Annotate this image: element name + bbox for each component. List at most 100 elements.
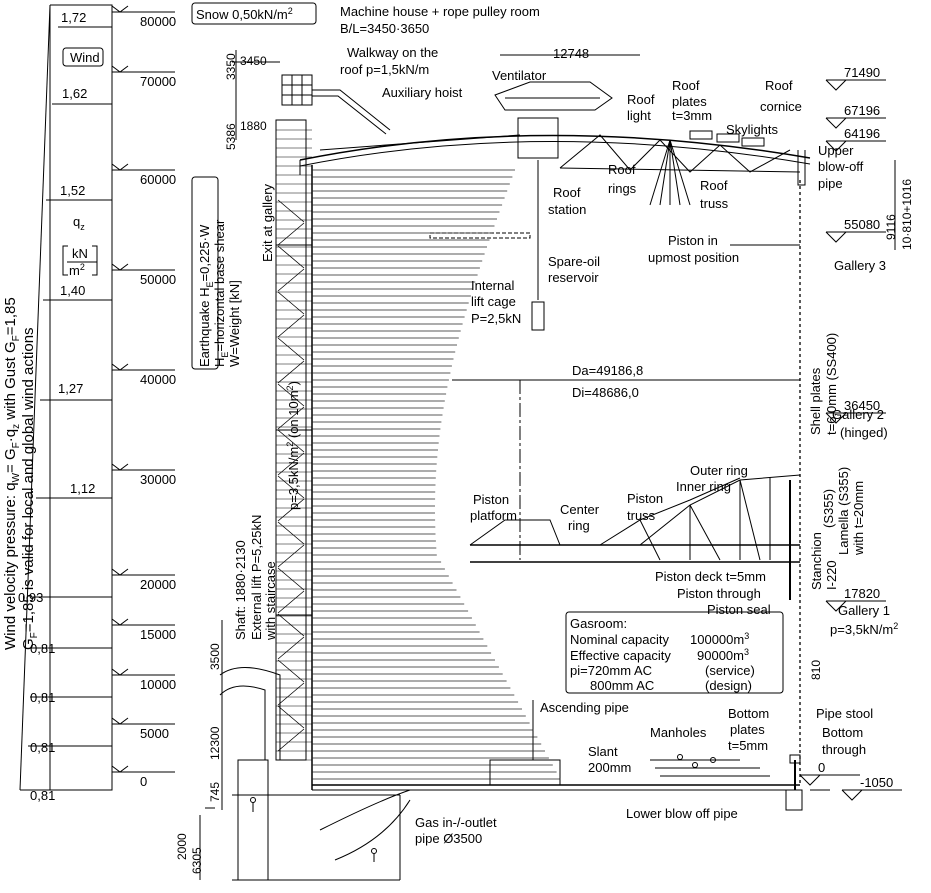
level-value: 67196 bbox=[844, 103, 880, 118]
labels: Snow 0,50kN/m2 Machine house + rope pull… bbox=[196, 4, 898, 846]
level-value: 20000 bbox=[140, 577, 176, 592]
level-value: 17820 bbox=[844, 586, 880, 601]
level-value: 30000 bbox=[140, 472, 176, 487]
q-value: 0,81 bbox=[30, 690, 55, 705]
piston-seal-label: Piston seal bbox=[707, 602, 771, 617]
level-marker-icon bbox=[111, 65, 129, 73]
level-marker-icon bbox=[825, 231, 847, 243]
svg-text:90000m3: 90000m3 bbox=[697, 647, 749, 663]
gasholder-structure bbox=[205, 74, 830, 881]
gallery-1-label: Gallery 1 bbox=[838, 603, 890, 618]
inner-ring-label: Inner ring bbox=[676, 479, 731, 494]
snow-box bbox=[191, 2, 317, 25]
roof-light-label: Roof bbox=[627, 92, 655, 107]
level-marker-icon bbox=[111, 263, 129, 271]
level-value: 50000 bbox=[140, 272, 176, 287]
level-value: 60000 bbox=[140, 172, 176, 187]
gas-pipe-bend bbox=[319, 789, 411, 831]
gasroom-box bbox=[565, 611, 784, 694]
boxes bbox=[191, 2, 784, 694]
svg-text:100000m3: 100000m3 bbox=[690, 631, 749, 647]
svg-text:t=6,0mm (SS400): t=6,0mm (SS400) bbox=[824, 333, 839, 435]
svg-text:t=5mm: t=5mm bbox=[728, 738, 768, 753]
gasroom-row: pi=720mm AC bbox=[570, 663, 652, 678]
q-value: 0,81 bbox=[30, 641, 55, 656]
level-marker-icon bbox=[111, 717, 129, 725]
gas-inlet-label: Gas in-/-outlet bbox=[415, 815, 497, 830]
manholes bbox=[650, 754, 770, 777]
dimension-1880: 1880 bbox=[240, 119, 267, 133]
level-value: 70000 bbox=[140, 74, 176, 89]
roof-station bbox=[517, 117, 559, 159]
outer-ring-label: Outer ring bbox=[690, 463, 748, 478]
machine-house bbox=[281, 74, 313, 106]
exit-gallery-label: Exit at gallery bbox=[260, 183, 275, 262]
level-marker-icon bbox=[111, 5, 129, 13]
svg-text:(hinged): (hinged) bbox=[840, 425, 888, 440]
slant-label: Slant bbox=[588, 744, 618, 759]
q-value: 1,40 bbox=[60, 283, 85, 298]
roof-cornice-label: Roof bbox=[765, 78, 793, 93]
wind-label: Wind bbox=[70, 50, 100, 65]
level-marker-icon bbox=[111, 668, 129, 676]
center-ring-label: Center bbox=[560, 502, 600, 517]
q-value: 1,27 bbox=[58, 381, 83, 396]
auxiliary-hoist-label: Auxiliary hoist bbox=[382, 85, 463, 100]
spare-oil-label: Spare-oil bbox=[548, 254, 600, 269]
dimension-810: 810 bbox=[809, 660, 823, 680]
level-marker-icon bbox=[825, 79, 847, 91]
piston-upmost-label: Piston in bbox=[668, 233, 718, 248]
internal-lift-cage bbox=[531, 301, 545, 331]
qz-label: q bbox=[73, 214, 80, 229]
level-marker-icon bbox=[111, 163, 129, 171]
skylight bbox=[689, 130, 713, 140]
pipe-stool-label: Pipe stool bbox=[816, 706, 873, 721]
svg-text:station: station bbox=[548, 202, 586, 217]
svg-text:(design): (design) bbox=[705, 678, 752, 693]
svg-text:qz: qz bbox=[73, 214, 85, 232]
level-marker-icon bbox=[841, 789, 863, 801]
level-value: 10000 bbox=[140, 677, 176, 692]
snow-load-label: Snow 0,50kN/m bbox=[196, 7, 288, 22]
level-value: -1050 bbox=[860, 775, 893, 790]
svg-text:I-220: I-220 bbox=[824, 560, 839, 590]
piston bbox=[469, 474, 801, 600]
level-value: 71490 bbox=[844, 65, 880, 80]
dimension-9116: 9116 bbox=[884, 214, 898, 240]
svg-text:GF=1,85 is valid for local and: GF=1,85 is valid for local and global wi… bbox=[20, 327, 40, 650]
external-lift-label: External lift P=5,25kN bbox=[249, 515, 264, 640]
wind-profile-diagonal bbox=[19, 4, 51, 791]
dimension-12300: 12300 bbox=[208, 726, 222, 760]
level-value: 15000 bbox=[140, 627, 176, 642]
gasroom-row: 800mm AC bbox=[590, 678, 654, 693]
svg-text:plates: plates bbox=[730, 722, 765, 737]
right-foundation bbox=[785, 789, 803, 811]
q-value: 1,72 bbox=[61, 10, 86, 25]
q-value: 1,12 bbox=[70, 481, 95, 496]
svg-text:200mm: 200mm bbox=[588, 760, 631, 775]
dimension-745: 745 bbox=[208, 782, 222, 802]
dimension-3500: 3500 bbox=[208, 643, 222, 670]
wind-profile-outline bbox=[20, 4, 113, 791]
dimension-3450: 3450 bbox=[240, 54, 267, 68]
roof-outline bbox=[299, 134, 811, 161]
q-value: 1,52 bbox=[60, 183, 85, 198]
piston-platform-label: Piston bbox=[473, 492, 509, 507]
shaft-label: Shaft: 1880·2130 bbox=[233, 540, 248, 640]
upper-blowoff-pipe bbox=[797, 150, 806, 186]
level-value: 80000 bbox=[140, 14, 176, 29]
gasroom-title: Gasroom: bbox=[570, 616, 627, 631]
shell-plates-label: Shell plates bbox=[808, 367, 823, 435]
dimension-10x810: 10·810+1016 bbox=[900, 179, 914, 250]
shaft-load: p=3,5kN/m bbox=[286, 447, 301, 510]
lower-blowoff-label: Lower blow off pipe bbox=[626, 806, 738, 821]
roof-plates-label: Roof bbox=[672, 78, 700, 93]
ascending-pipe-label: Ascending pipe bbox=[540, 700, 629, 715]
svg-text:P=2,5kN: P=2,5kN bbox=[471, 311, 521, 326]
earthquake-box bbox=[191, 176, 219, 370]
svg-text:(service): (service) bbox=[705, 663, 755, 678]
svg-text:reservoir: reservoir bbox=[548, 270, 599, 285]
gasroom-row: Effective capacity bbox=[570, 648, 671, 663]
